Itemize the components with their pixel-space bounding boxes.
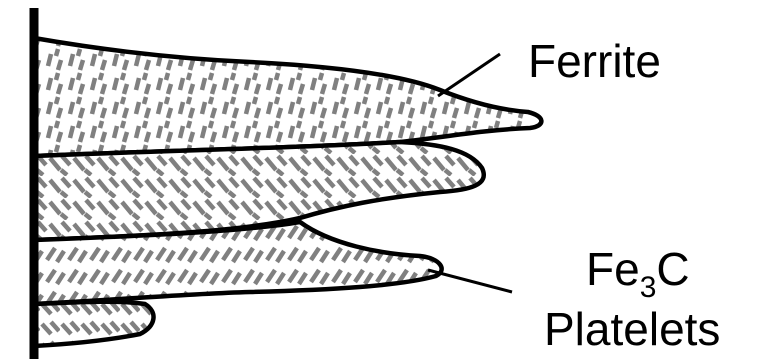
pearlite-colony-1 bbox=[34, 38, 541, 156]
ferrite-label: Ferrite bbox=[528, 38, 661, 84]
ferrite-leader-line bbox=[438, 54, 500, 96]
pearlite-colony-4 bbox=[34, 302, 154, 346]
fe3c-label-subscript: 3 bbox=[640, 271, 657, 304]
fe3c-leader-line bbox=[428, 270, 512, 292]
fe3c-label-suffix: C bbox=[656, 243, 689, 295]
fe3c-label: Fe3C bbox=[586, 246, 690, 292]
fe3c-label-prefix: Fe bbox=[586, 243, 640, 295]
platelets-label: Platelets bbox=[544, 306, 720, 352]
